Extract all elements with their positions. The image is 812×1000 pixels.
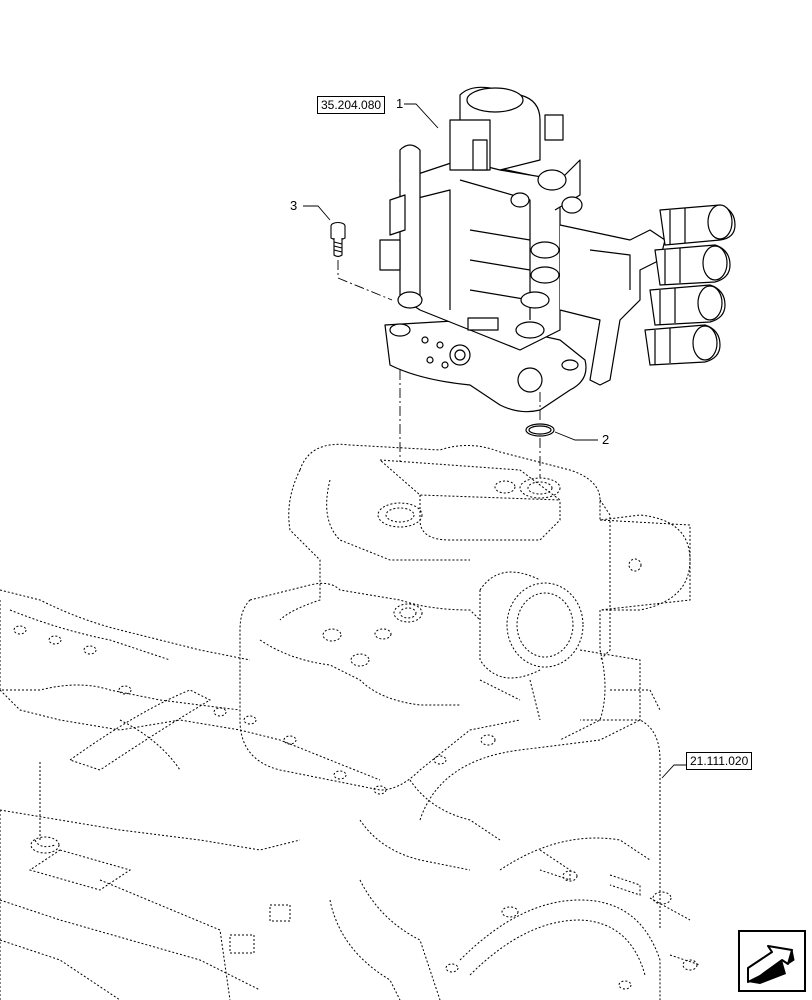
- o-ring-seal: [525, 423, 555, 437]
- assembly-center-lines: [337, 260, 541, 478]
- remote-valve-assembly: [379, 86, 736, 413]
- next-page-arrow-icon[interactable]: [738, 930, 806, 992]
- transmission-reference: 21.111.020: [686, 752, 753, 770]
- callout-item-1: 1: [396, 96, 404, 111]
- transmission-housing: [0, 443, 701, 1000]
- cap-screw: [330, 221, 346, 258]
- leader-lines: [303, 103, 686, 779]
- callout-item-2: 2: [602, 432, 610, 447]
- valve-group-reference: 35.204.080: [317, 96, 386, 114]
- callout-item-3: 3: [290, 198, 298, 213]
